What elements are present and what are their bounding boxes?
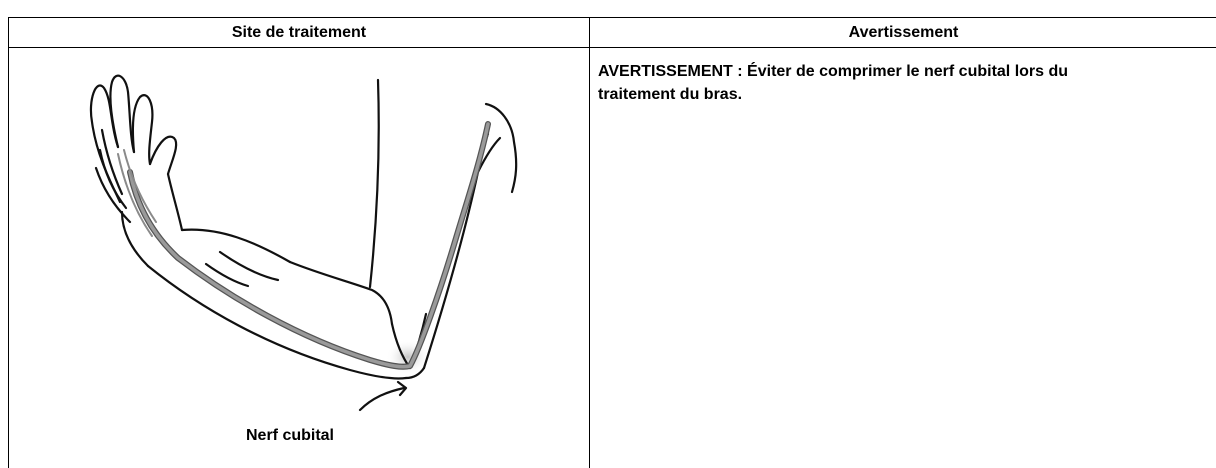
table-header-row: Site de traitement Avertissement: [9, 18, 1216, 48]
warning-line-2: traitement du bras.: [598, 83, 1208, 106]
column-divider: [589, 18, 590, 468]
header-treatment-site: Site de traitement: [9, 18, 589, 47]
figure-caption: Nerf cubital: [190, 427, 390, 445]
header-warning: Avertissement: [590, 18, 1216, 47]
arm-ulnar-nerve-illustration: [60, 52, 540, 422]
warning-line-1: AVERTISSEMENT : Éviter de comprimer le n…: [598, 60, 1208, 83]
warning-text: AVERTISSEMENT : Éviter de comprimer le n…: [598, 60, 1208, 106]
